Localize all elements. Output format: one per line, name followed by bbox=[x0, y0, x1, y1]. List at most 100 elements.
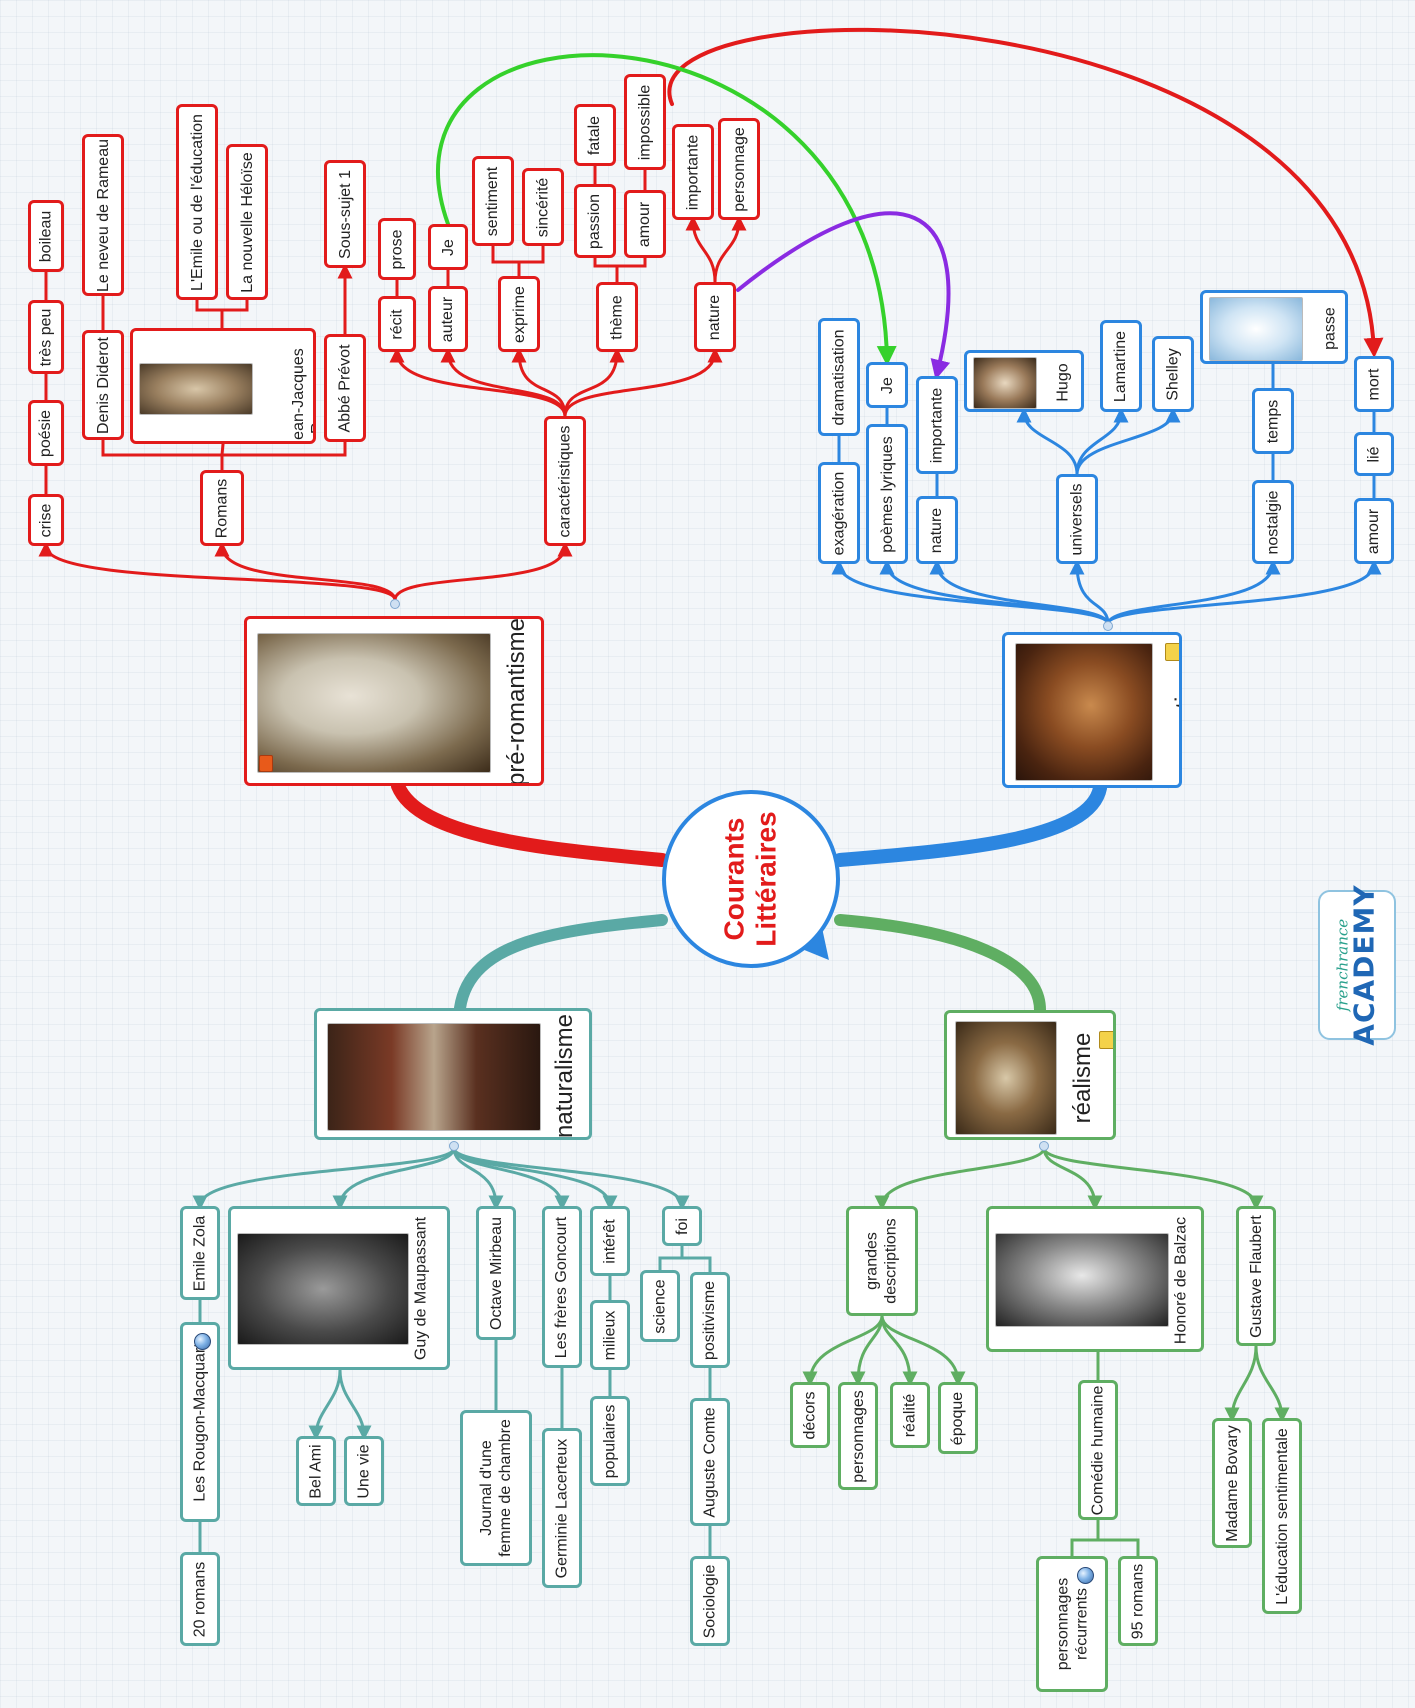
node-sociologie[interactable]: Sociologie bbox=[690, 1556, 730, 1646]
branch-preromantisme bbox=[391, 779, 669, 867]
node-sous-sujet[interactable]: Sous-sujet 1 bbox=[324, 160, 366, 268]
node-impossible[interactable]: impossible bbox=[624, 74, 666, 170]
node-journal-femme-de-chambre[interactable]: Journal d'une femme de chambre bbox=[460, 1410, 532, 1566]
node-personnages-recurrents[interactable]: personnages récurrents bbox=[1036, 1556, 1108, 1692]
node-personnages[interactable]: personnages bbox=[838, 1382, 878, 1490]
node-nouvelle-heloise[interactable]: La nouvelle Héloïse bbox=[226, 144, 268, 300]
node-passe[interactable]: passe bbox=[1200, 290, 1348, 364]
node-comedie-humaine[interactable]: Comédie humaine bbox=[1078, 1380, 1118, 1520]
node-science[interactable]: science bbox=[640, 1270, 680, 1342]
collapse-handle[interactable] bbox=[449, 1141, 459, 1151]
node-importante-rom[interactable]: importante bbox=[916, 376, 958, 474]
node-theme[interactable]: thème bbox=[596, 282, 638, 352]
node-auteur[interactable]: auteur bbox=[428, 286, 468, 352]
node-prose[interactable]: prose bbox=[378, 218, 416, 280]
node-education-sentimentale[interactable]: L'éducation sentimentale bbox=[1262, 1418, 1302, 1614]
node-amour-rom[interactable]: amour bbox=[1354, 498, 1394, 564]
node-emile-education[interactable]: L'Emile ou de l'éducation bbox=[176, 104, 218, 300]
nat-edge bbox=[308, 1368, 342, 1441]
node-fatale[interactable]: fatale bbox=[574, 104, 616, 166]
node-decors[interactable]: décors bbox=[790, 1382, 830, 1448]
real-edge bbox=[1254, 1344, 1290, 1423]
topic-naturalisme[interactable]: naturalisme bbox=[314, 1008, 592, 1140]
node-honore-de-balzac[interactable]: Honoré de Balzac bbox=[986, 1206, 1204, 1352]
node-nostalgie[interactable]: nostalgie bbox=[1252, 480, 1294, 564]
node-populaires[interactable]: populaires bbox=[590, 1396, 630, 1486]
node-exprime[interactable]: exprime bbox=[498, 276, 540, 352]
node-lamartine[interactable]: Lamartine bbox=[1100, 320, 1142, 412]
node-guy-de-maupassant[interactable]: Guy de Maupassant bbox=[228, 1206, 450, 1370]
topic-romantisme[interactable]: romantisme bbox=[1002, 632, 1182, 788]
node-poemes-lyriques[interactable]: poèmes lyriques bbox=[866, 424, 908, 564]
node-foi[interactable]: foi bbox=[662, 1206, 702, 1246]
node-auguste-comte[interactable]: Auguste Comte bbox=[690, 1398, 730, 1526]
node-lie[interactable]: lié bbox=[1354, 432, 1394, 476]
node-amour-pre[interactable]: amour bbox=[624, 190, 666, 258]
node-interet[interactable]: intérêt bbox=[590, 1206, 630, 1276]
collapse-handle[interactable] bbox=[390, 599, 400, 609]
node-romans[interactable]: Romans bbox=[200, 470, 244, 546]
node-recit[interactable]: récit bbox=[378, 296, 416, 352]
rom-edge bbox=[1075, 407, 1181, 476]
node-20-romans[interactable]: 20 romans bbox=[180, 1552, 220, 1646]
central-topic-label: Courants Littéraires bbox=[719, 811, 782, 947]
rom-edge bbox=[929, 559, 1110, 626]
node-temps[interactable]: temps bbox=[1252, 388, 1294, 454]
node-mort[interactable]: mort bbox=[1354, 356, 1394, 412]
node-sincerite[interactable]: sincérité bbox=[522, 168, 564, 246]
node-milieux[interactable]: milieux bbox=[590, 1300, 630, 1370]
pre-edge bbox=[713, 215, 747, 284]
pre-edge bbox=[593, 256, 619, 284]
node-octave-mirbeau[interactable]: Octave Mirbeau bbox=[476, 1206, 516, 1340]
node-poesie[interactable]: poésie bbox=[28, 400, 64, 466]
topic-preromantisme[interactable]: pré-romantisme bbox=[244, 616, 544, 786]
realisme-painting bbox=[955, 1021, 1057, 1135]
node-95-romans[interactable]: 95 romans bbox=[1118, 1556, 1158, 1646]
pre-edge bbox=[440, 347, 567, 418]
node-germinie-lacerteux[interactable]: Germinie Lacerteux bbox=[542, 1428, 582, 1588]
nat-edge bbox=[338, 1368, 372, 1441]
node-realite[interactable]: réalité bbox=[890, 1382, 930, 1448]
node-caracteristiques[interactable]: caractéristiques bbox=[544, 416, 586, 546]
frenchrance-academy-logo: frenchrance ACADEMY bbox=[1318, 884, 1396, 1046]
node-positivisme[interactable]: positivisme bbox=[690, 1272, 730, 1368]
node-grandes-descriptions[interactable]: grandes descriptions bbox=[846, 1206, 918, 1316]
central-topic[interactable]: Courants Littéraires bbox=[662, 790, 840, 968]
romantisme-label: romantisme bbox=[1171, 651, 1182, 777]
node-boileau[interactable]: boileau bbox=[28, 200, 64, 272]
node-jean-jacques-rousseau[interactable]: Jean-Jacques Rousseau bbox=[130, 328, 316, 444]
node-exageration[interactable]: exagération bbox=[818, 462, 860, 564]
node-tres-peu[interactable]: très peu bbox=[28, 300, 64, 374]
topic-realisme[interactable]: réalisme bbox=[944, 1010, 1116, 1140]
node-nature-pre[interactable]: nature bbox=[694, 282, 736, 352]
node-abbe-prevot[interactable]: Abbé Prévot bbox=[324, 334, 366, 442]
node-dramatisation[interactable]: dramatisation bbox=[818, 318, 860, 436]
node-denis-diderot[interactable]: Denis Diderot bbox=[82, 330, 124, 440]
node-sentiment[interactable]: sentiment bbox=[472, 156, 514, 246]
node-une-vie[interactable]: Une vie bbox=[344, 1436, 384, 1506]
node-epoque[interactable]: époque bbox=[938, 1382, 978, 1454]
collapse-handle[interactable] bbox=[1103, 621, 1113, 631]
node-crise[interactable]: crise bbox=[28, 494, 64, 546]
hugo-portrait bbox=[973, 357, 1037, 409]
relation-nature-importante bbox=[736, 211, 951, 380]
collapse-handle[interactable] bbox=[1039, 1141, 1049, 1151]
node-nature-rom[interactable]: nature bbox=[916, 496, 958, 564]
node-rougon-macquart[interactable]: Les Rougon-Macquart bbox=[180, 1322, 220, 1522]
rom-edge bbox=[1016, 407, 1079, 476]
node-shelley[interactable]: Shelley bbox=[1152, 336, 1194, 412]
node-bel-ami[interactable]: Bel Ami bbox=[296, 1436, 336, 1506]
node-gustave-flaubert[interactable]: Gustave Flaubert bbox=[1236, 1206, 1276, 1346]
node-neveu-rameau[interactable]: Le neveu de Rameau bbox=[82, 134, 124, 296]
node-universels[interactable]: universels bbox=[1056, 474, 1098, 564]
node-madame-bovary[interactable]: Madame Bovary bbox=[1212, 1418, 1252, 1548]
node-je-pre[interactable]: Je bbox=[428, 224, 468, 270]
node-importante-pre[interactable]: importante bbox=[672, 124, 714, 220]
node-emile-zola[interactable]: Emile Zola bbox=[180, 1206, 220, 1300]
node-hugo[interactable]: Hugo bbox=[964, 350, 1084, 412]
node-personnage[interactable]: personnage bbox=[718, 118, 760, 220]
node-passion[interactable]: passion bbox=[574, 184, 616, 258]
node-je-rom[interactable]: Je bbox=[866, 362, 908, 408]
node-freres-goncourt[interactable]: Les frères Goncourt bbox=[542, 1206, 582, 1368]
